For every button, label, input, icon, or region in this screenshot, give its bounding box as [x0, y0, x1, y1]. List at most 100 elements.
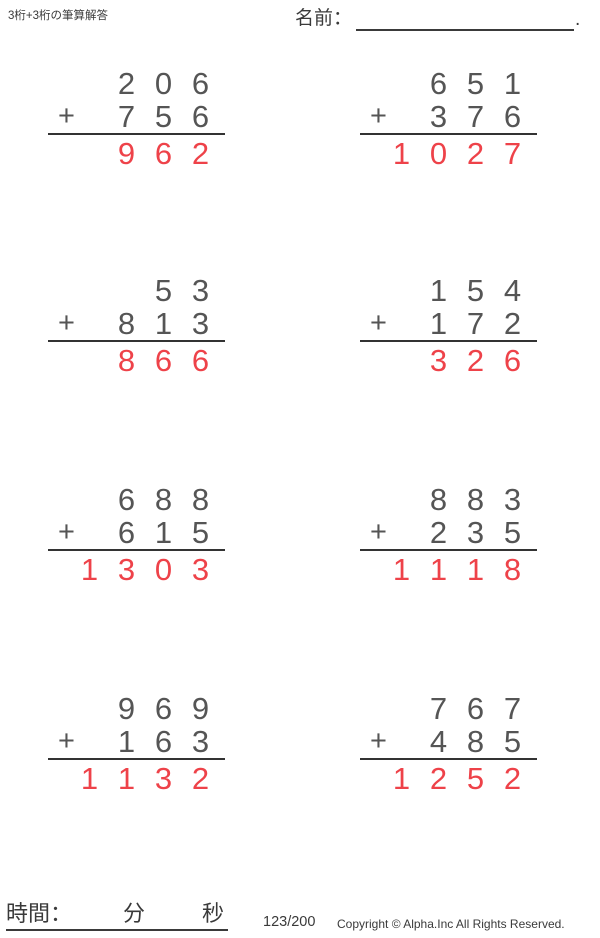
operand2-digit: 5 — [191, 515, 210, 550]
plus-operator: + — [58, 516, 75, 548]
plus-operator: + — [370, 516, 387, 548]
answer-line — [48, 549, 225, 551]
answer-digit: 1 — [80, 552, 99, 587]
operand2-digit: 5 — [503, 724, 522, 759]
answer-digit: 6 — [154, 136, 173, 171]
operand1-digit: 9 — [191, 691, 210, 726]
name-label: 名前： — [295, 8, 353, 29]
operand2-digit: 4 — [429, 724, 448, 759]
answer-digit: 6 — [503, 343, 522, 378]
answer-line — [48, 340, 225, 342]
time-field-area: 時間： 分 秒 — [6, 900, 228, 931]
answer-digit: 8 — [503, 552, 522, 587]
answer-digit: 2 — [191, 761, 210, 796]
operand2-digit: 7 — [466, 306, 485, 341]
answer-digit: 1 — [392, 552, 411, 587]
answer-digit: 1 — [80, 761, 99, 796]
operand1-digit: 6 — [117, 482, 136, 517]
operand1-digit: 8 — [429, 482, 448, 517]
answer-digit: 1 — [466, 552, 485, 587]
operand1-digit: 2 — [117, 66, 136, 101]
operand2-digit: 8 — [117, 306, 136, 341]
page-number: 123/200 — [263, 914, 316, 930]
plus-operator: + — [58, 100, 75, 132]
plus-operator: + — [370, 307, 387, 339]
operand2-digit: 6 — [191, 99, 210, 134]
answer-line — [48, 133, 225, 135]
worksheet-title: 3桁+3桁の筆算解答 — [8, 10, 109, 22]
operand1-digit: 6 — [466, 691, 485, 726]
operand2-digit: 1 — [429, 306, 448, 341]
operand1-digit: 7 — [429, 691, 448, 726]
answer-line — [360, 549, 537, 551]
answer-line — [48, 758, 225, 760]
name-line-period: . — [575, 9, 581, 30]
plus-operator: + — [370, 100, 387, 132]
operand2-digit: 3 — [191, 306, 210, 341]
answer-digit: 2 — [503, 761, 522, 796]
operand2-digit: 6 — [503, 99, 522, 134]
answer-digit: 6 — [154, 343, 173, 378]
answer-digit: 1 — [392, 761, 411, 796]
answer-digit: 3 — [117, 552, 136, 587]
operand2-digit: 6 — [154, 724, 173, 759]
operand2-digit: 5 — [503, 515, 522, 550]
operand2-digit: 2 — [429, 515, 448, 550]
operand2-digit: 3 — [191, 724, 210, 759]
answer-line — [360, 340, 537, 342]
operand2-digit: 6 — [117, 515, 136, 550]
operand1-digit: 9 — [117, 691, 136, 726]
answer-digit: 1 — [117, 761, 136, 796]
operand1-digit: 5 — [154, 273, 173, 308]
operand2-digit: 1 — [117, 724, 136, 759]
operand1-digit: 3 — [191, 273, 210, 308]
operand1-digit: 8 — [154, 482, 173, 517]
operand1-digit: 8 — [466, 482, 485, 517]
answer-digit: 3 — [154, 761, 173, 796]
plus-operator: + — [58, 307, 75, 339]
answer-digit: 9 — [117, 136, 136, 171]
operand2-digit: 7 — [466, 99, 485, 134]
answer-digit: 0 — [154, 552, 173, 587]
name-field-area: 名前： . — [295, 5, 580, 31]
answer-digit: 7 — [503, 136, 522, 171]
operand2-digit: 3 — [466, 515, 485, 550]
plus-operator: + — [370, 725, 387, 757]
answer-line — [360, 758, 537, 760]
seconds-unit-label: 秒 — [202, 901, 225, 926]
operand1-digit: 6 — [154, 691, 173, 726]
answer-line — [360, 133, 537, 135]
operand1-digit: 3 — [503, 482, 522, 517]
time-label: 時間： — [6, 901, 73, 926]
answer-digit: 1 — [392, 136, 411, 171]
operand1-digit: 8 — [191, 482, 210, 517]
answer-digit: 8 — [117, 343, 136, 378]
operand1-digit: 7 — [503, 691, 522, 726]
operand1-digit: 0 — [154, 66, 173, 101]
answer-digit: 1 — [429, 552, 448, 587]
operand1-digit: 1 — [503, 66, 522, 101]
operand2-digit: 8 — [466, 724, 485, 759]
operand2-digit: 1 — [154, 515, 173, 550]
